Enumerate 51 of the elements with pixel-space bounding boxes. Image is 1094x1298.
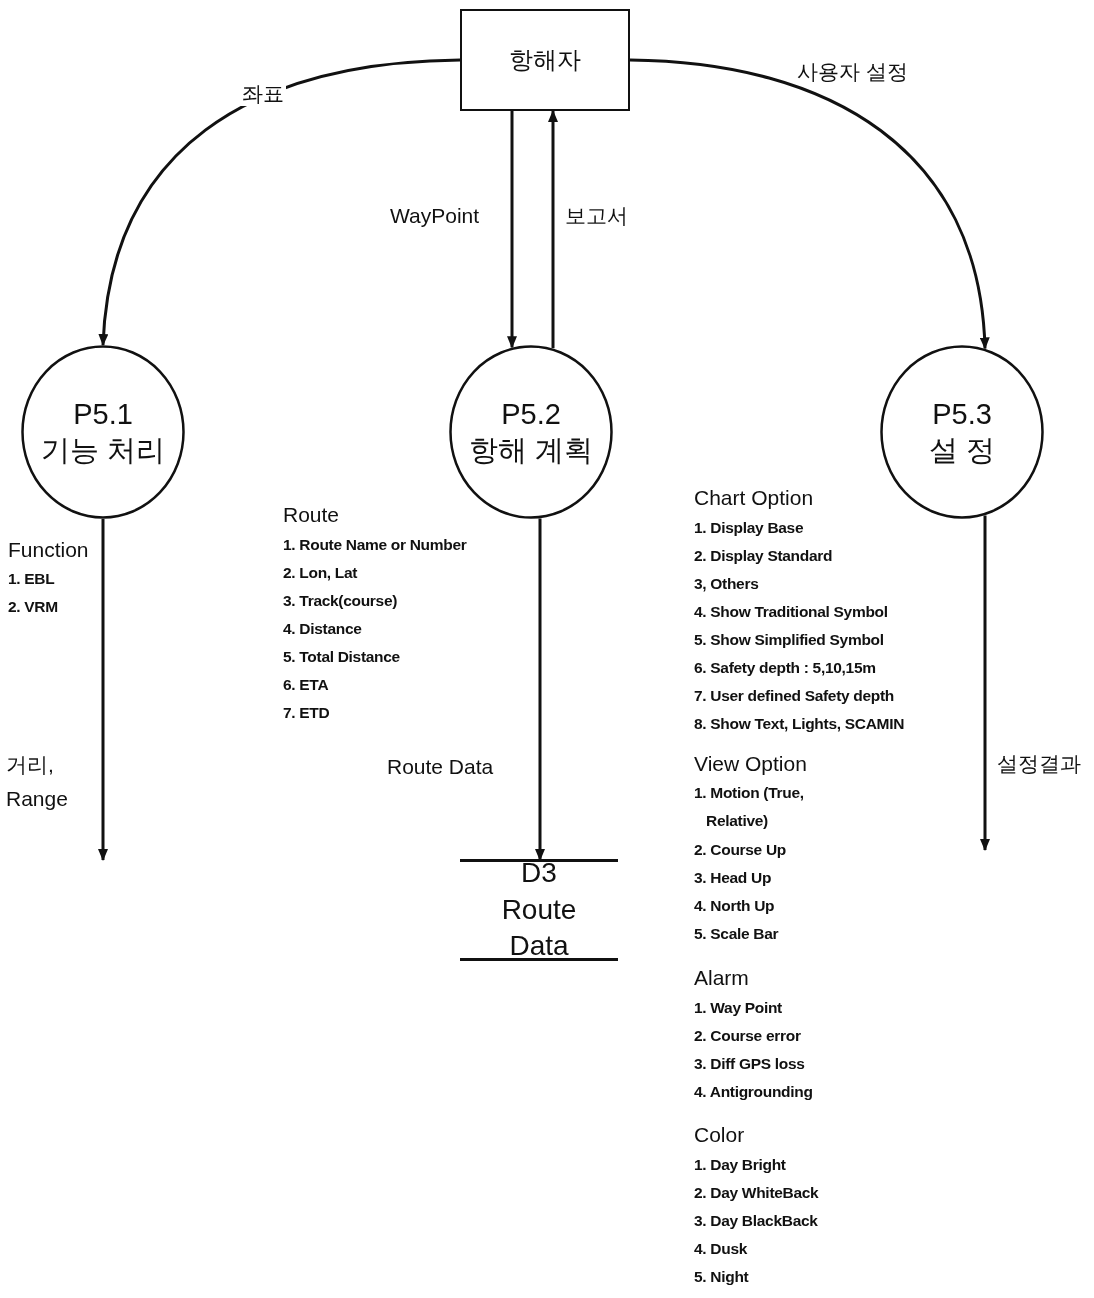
data-store: D3 Route Data: [460, 859, 618, 961]
arrow: [98, 519, 108, 861]
arrow: [507, 111, 517, 349]
list-item: 4. Show Traditional Symbol: [694, 603, 888, 621]
list-item: 1. Way Point: [694, 999, 782, 1017]
list-heading: View Option: [694, 752, 807, 776]
list-item: 4. Distance: [283, 620, 362, 638]
list-item: 2. VRM: [8, 598, 58, 616]
list-item: 3, Others: [694, 575, 759, 593]
list-item: 3. Head Up: [694, 869, 772, 887]
list-item: 5. Show Simplified Symbol: [694, 631, 884, 649]
list-item: 4. Antigrounding: [694, 1083, 813, 1101]
list-item: 1. Day Bright: [694, 1156, 786, 1174]
arrow: [629, 58, 989, 350]
list-item: 4. Dusk: [694, 1240, 748, 1258]
list-item: 2. Display Standard: [694, 547, 833, 565]
process-ellipse: P5.3 설 정: [880, 345, 1044, 519]
arrow: [535, 518, 545, 861]
list-item: 1. Motion (True, Relative): [694, 783, 805, 831]
list-item: 5. Night: [694, 1268, 749, 1286]
list-item: 3. Day BlackBack: [694, 1212, 818, 1230]
list-item: 3. Track(course): [283, 592, 398, 610]
process-ellipse: P5.2 항해 계획: [449, 345, 613, 519]
arrow: [980, 515, 990, 851]
list-item: 1. EBL: [8, 570, 55, 588]
list-heading: Color: [694, 1123, 745, 1147]
list-item: 2. Course Up: [694, 841, 786, 859]
list-item: 1. Display Base: [694, 519, 804, 537]
list-item: 6. ETA: [283, 676, 329, 694]
list-item: 4. North Up: [694, 897, 775, 915]
list-heading: Route: [283, 503, 340, 527]
process-ellipse: P5.1 기능 처리: [21, 345, 185, 519]
edge-label: 좌표: [240, 82, 286, 107]
list-item: 2. Lon, Lat: [283, 564, 358, 582]
list-item: 7. ETD: [283, 704, 330, 722]
list-heading: Chart Option: [694, 486, 814, 510]
list-item: 6. Safety depth : 5,10,15m: [694, 659, 876, 677]
list-item: 7. User defined Safety depth: [694, 687, 895, 705]
entity-box: 항해자: [460, 9, 630, 111]
list-heading: Function: [8, 538, 89, 562]
edge-label: 설정결과: [995, 752, 1083, 777]
arrow: [548, 110, 558, 349]
list-item: 2. Course error: [694, 1027, 801, 1045]
list-item: 1. Route Name or Number: [283, 536, 467, 554]
list-item: 3. Diff GPS loss: [694, 1055, 805, 1073]
list-item: 5. Total Distance: [283, 648, 400, 666]
list-item: 8. Show Text, Lights, SCAMIN: [694, 715, 905, 733]
list-item: 5. Scale Bar: [694, 925, 779, 943]
list-heading: Alarm: [694, 966, 749, 990]
arrow: [99, 58, 461, 346]
list-item: 2. Day WhiteBack: [694, 1184, 819, 1202]
